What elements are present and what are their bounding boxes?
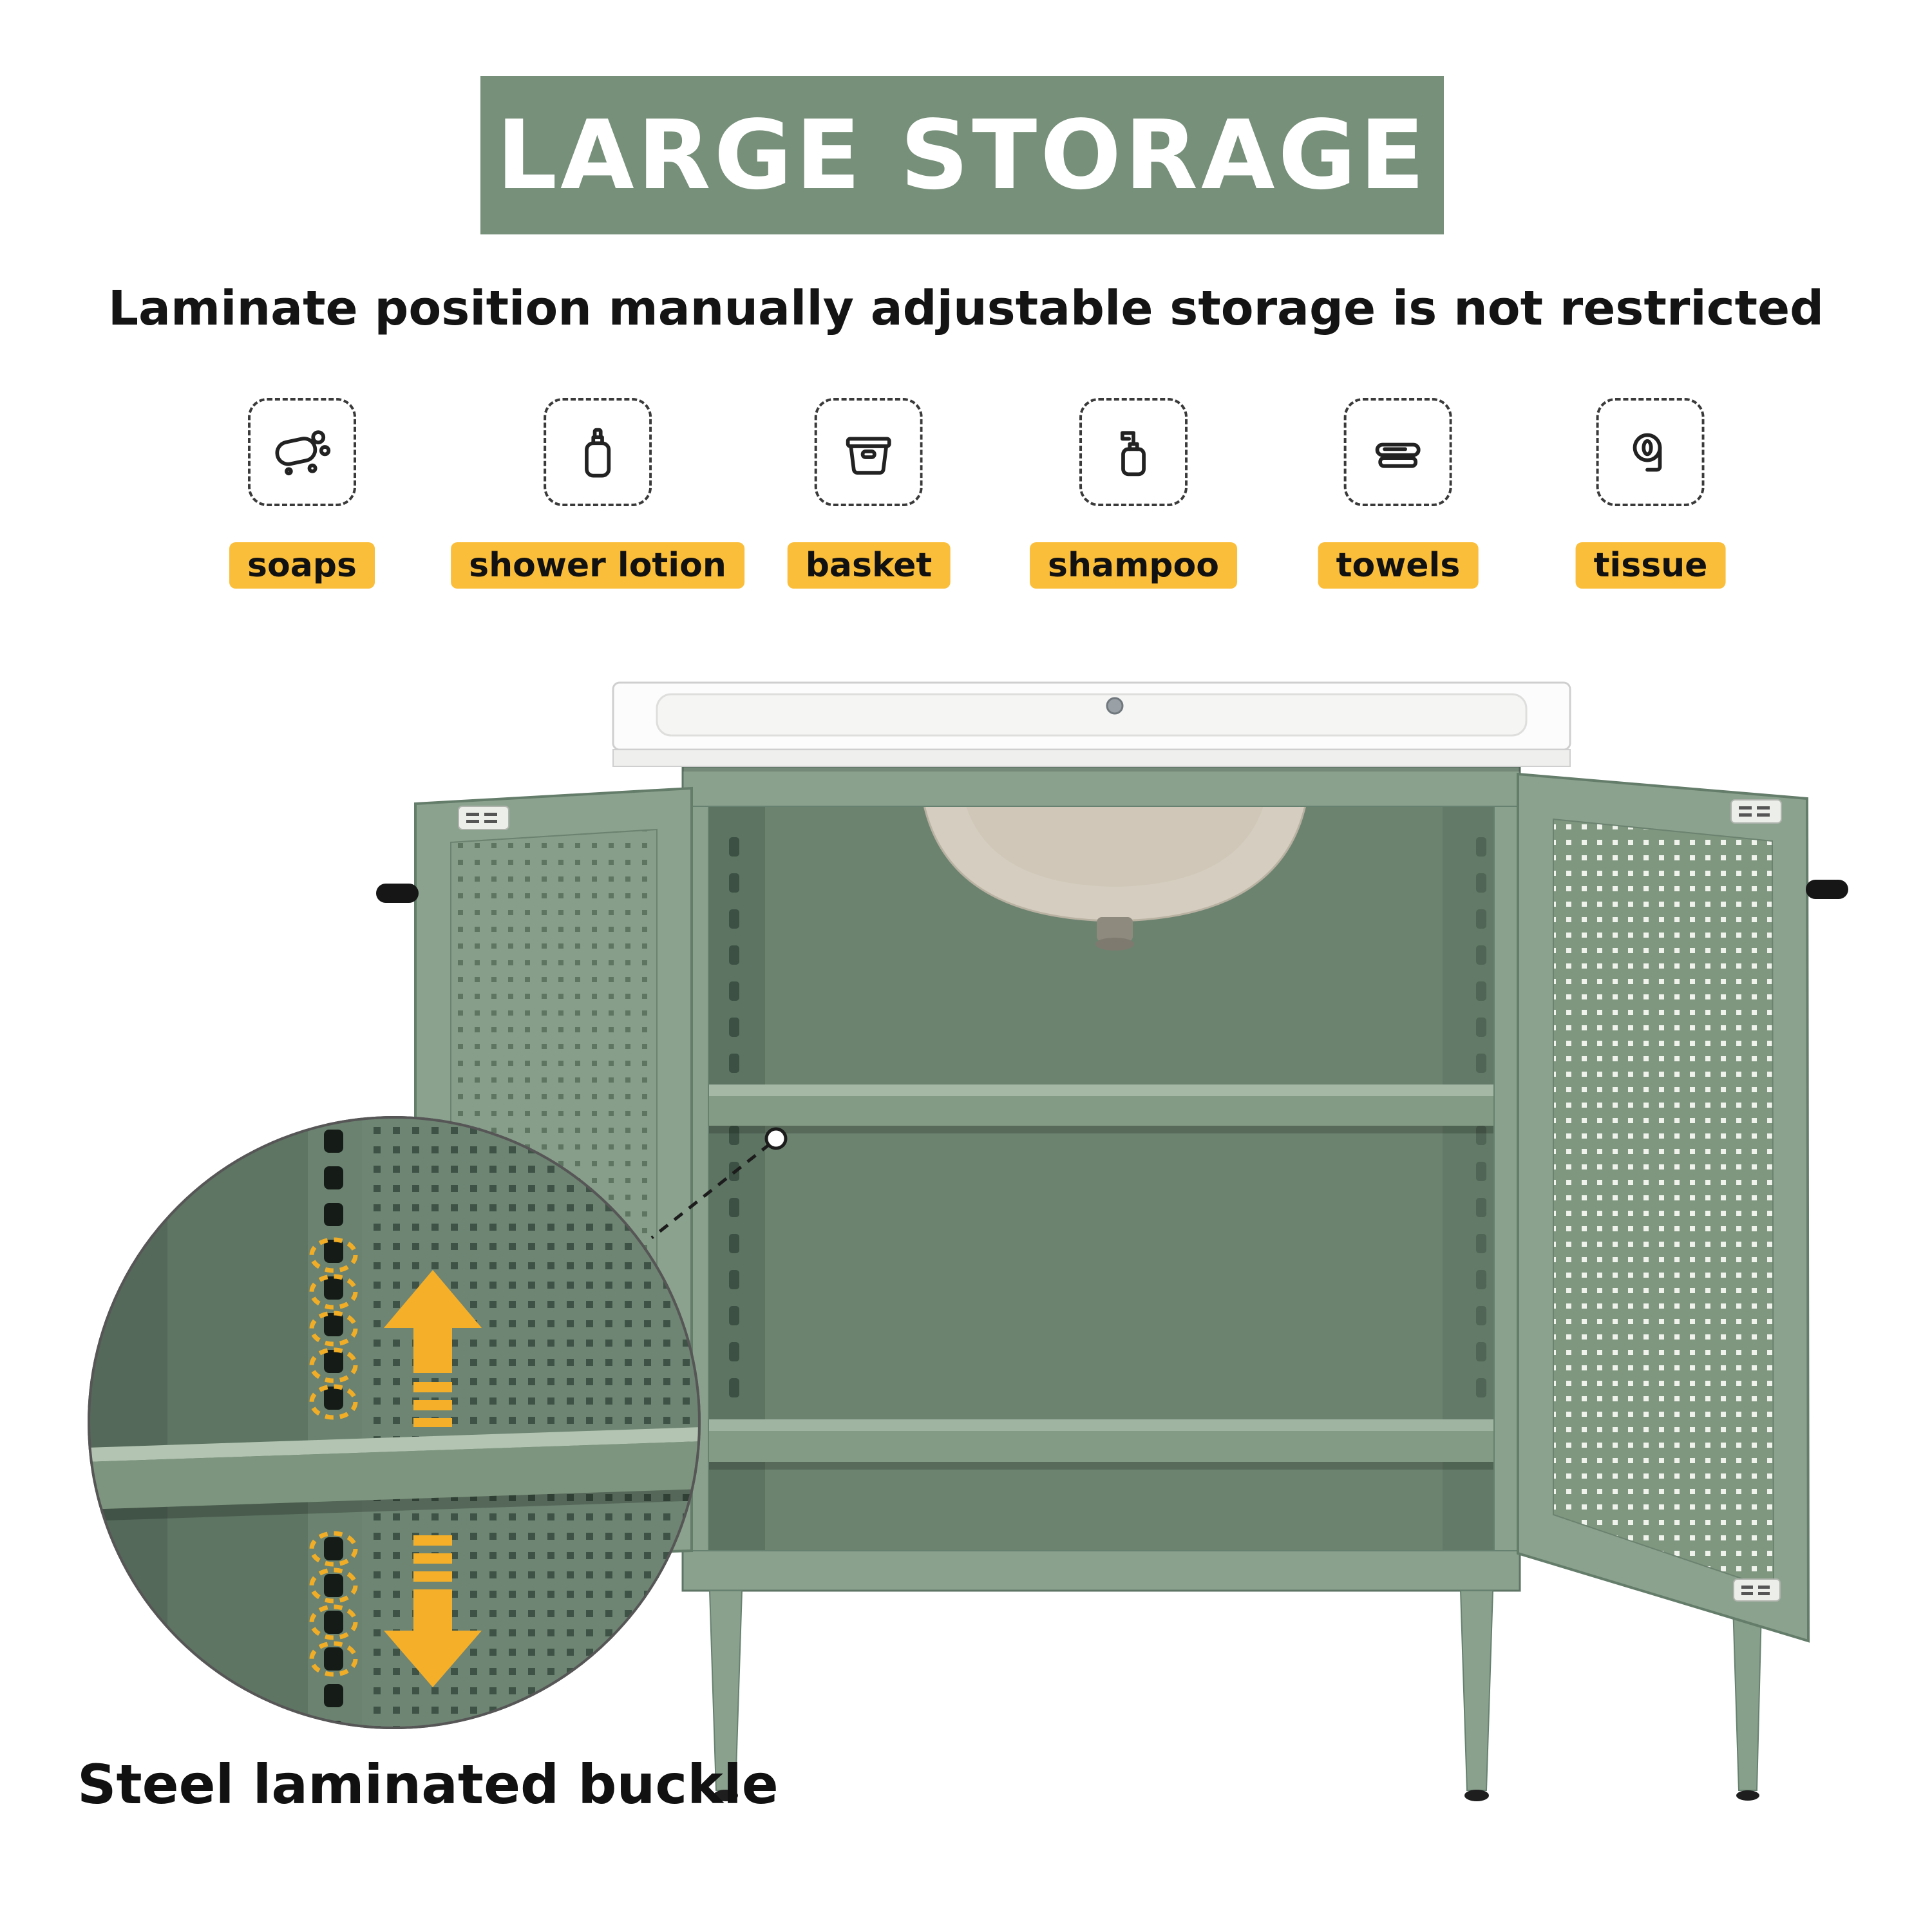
feature-box bbox=[1596, 398, 1705, 506]
right-shelf-rail-slots bbox=[1476, 837, 1486, 1397]
feature-box bbox=[814, 398, 923, 506]
feature-basket: basket bbox=[787, 398, 951, 589]
feature-box bbox=[247, 398, 356, 506]
feature-label: tissue bbox=[1575, 542, 1726, 589]
cabinet-legs bbox=[708, 1584, 1763, 1801]
cabinet-frame bbox=[681, 765, 1521, 1592]
feature-label: shampoo bbox=[1030, 542, 1237, 589]
middle-shelf bbox=[707, 1084, 1495, 1133]
right-door-vent-plate-top bbox=[1730, 799, 1782, 824]
feature-box bbox=[543, 398, 652, 506]
towels-icon bbox=[1376, 442, 1421, 468]
right-door-knob bbox=[1806, 880, 1848, 899]
subtitle: Laminate position manually adjustable st… bbox=[108, 281, 1824, 336]
shampoo-icon bbox=[1120, 431, 1146, 477]
callout-point bbox=[764, 1127, 788, 1150]
feature-towels: towels bbox=[1318, 398, 1479, 589]
sink-counter bbox=[612, 681, 1571, 767]
soap-icon bbox=[275, 430, 331, 476]
feature-soaps: soaps bbox=[229, 398, 375, 589]
bottom-shelf bbox=[707, 1419, 1495, 1470]
feature-shampoo: shampoo bbox=[1030, 398, 1237, 589]
feature-label: soaps bbox=[229, 542, 375, 589]
up-arrow bbox=[384, 1270, 482, 1427]
banner: LARGE STORAGE bbox=[480, 76, 1444, 234]
basket-icon bbox=[846, 437, 891, 475]
caption-steel-laminated-buckle: Steel laminated buckle bbox=[77, 1753, 779, 1816]
banner-title: LARGE STORAGE bbox=[496, 100, 1428, 211]
right-door-vent-plate-bottom bbox=[1733, 1578, 1781, 1602]
bubble-shelf bbox=[89, 1427, 699, 1521]
tissue-icon bbox=[1633, 433, 1662, 472]
feature-box bbox=[1343, 398, 1452, 506]
right-door bbox=[1517, 772, 1848, 1643]
shower-lotion-icon bbox=[584, 428, 611, 478]
left-door-vent-plate bbox=[458, 806, 509, 830]
down-arrow bbox=[384, 1535, 482, 1687]
feature-box bbox=[1079, 398, 1188, 506]
feature-label: shower lotion bbox=[451, 542, 744, 589]
feature-label: towels bbox=[1318, 542, 1479, 589]
feature-label: basket bbox=[787, 542, 951, 589]
feature-tissue: tissue bbox=[1575, 398, 1726, 589]
callout-connector bbox=[650, 1127, 788, 1239]
left-shelf-rail-slots bbox=[729, 837, 739, 1397]
buckle-highlight-ovals bbox=[309, 1237, 358, 1677]
feature-shower-lotion: shower lotion bbox=[451, 398, 744, 589]
left-door-knob bbox=[376, 884, 419, 903]
faucet-hole bbox=[1106, 697, 1124, 715]
